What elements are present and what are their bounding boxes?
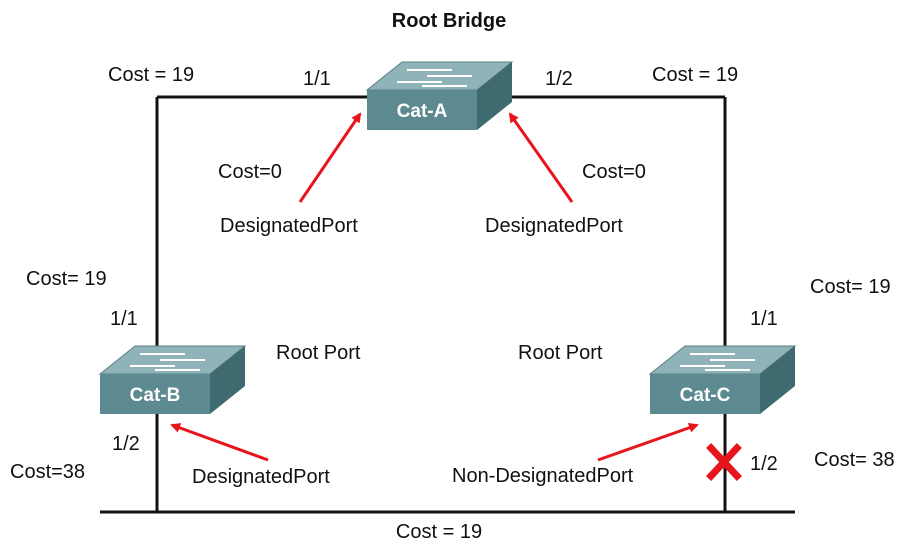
cost-zero-right: Cost=0 <box>582 161 646 183</box>
traffic-arrows-icon <box>397 69 472 87</box>
cost-label-b: Cost= 19 <box>26 268 107 290</box>
port-label-b-2: 1/2 <box>112 433 140 455</box>
switch-name-cat-a: Cat-A <box>397 101 448 122</box>
cost-label-a-left: Cost = 19 <box>108 64 194 86</box>
network-links <box>100 95 795 514</box>
root-port-label-c: Root Port <box>518 342 603 364</box>
root-port-label-b: Root Port <box>276 342 361 364</box>
cost-label-a-right: Cost = 19 <box>652 64 738 86</box>
port-label-c-2: 1/2 <box>750 453 778 475</box>
diagram-title: Root Bridge <box>392 10 506 32</box>
port-label-b-1: 1/1 <box>110 308 138 330</box>
arrow-designated-a-right <box>508 112 574 203</box>
switch-name-cat-c: Cat-C <box>680 385 731 406</box>
arrow-designated-a-left <box>298 112 362 203</box>
traffic-arrows-icon <box>130 353 205 371</box>
port-label-a-1: 1/1 <box>303 68 331 90</box>
arrow-designated-b <box>170 423 269 462</box>
switch-cat-b: Cat-B <box>98 345 247 414</box>
switch-cat-a: Cat-A <box>365 61 514 130</box>
cost-label-bottom: Cost = 19 <box>396 521 482 543</box>
switch-cat-c: Cat-C <box>648 345 797 414</box>
cost-label-c: Cost= 19 <box>810 276 891 298</box>
non-designated-port-c: Non-DesignatedPort <box>452 465 634 487</box>
designated-port-b: DesignatedPort <box>192 466 330 488</box>
traffic-arrows-icon <box>680 353 755 371</box>
designated-port-a-right: DesignatedPort <box>485 215 623 237</box>
designated-port-a-left: DesignatedPort <box>220 215 358 237</box>
x-mark-icon <box>706 443 742 481</box>
port-arrows <box>170 112 699 462</box>
port-label-a-2: 1/2 <box>545 68 573 90</box>
cost-label-b-38: Cost=38 <box>10 461 85 483</box>
port-label-c-1: 1/1 <box>750 308 778 330</box>
cost-zero-left: Cost=0 <box>218 161 282 183</box>
arrow-nondesignated-c <box>597 422 699 462</box>
cost-label-c-38: Cost= 38 <box>814 449 895 471</box>
switch-name-cat-b: Cat-B <box>130 385 181 406</box>
